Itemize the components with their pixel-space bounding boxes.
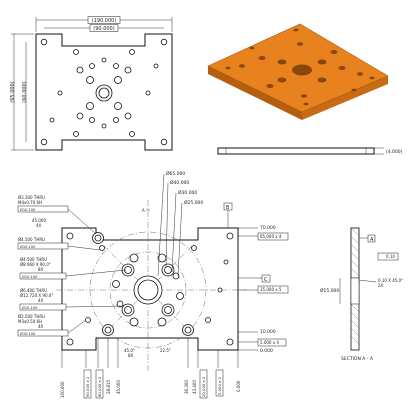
callout-cb1: Ø10.100 <box>20 207 36 212</box>
callout-cb1-e: Ø10.100 <box>20 331 36 336</box>
dim-b3630: 36.300 <box>184 380 189 394</box>
dim-b100: 100.000 <box>60 381 65 398</box>
callout-cb1-c: Ø10.100 <box>22 274 38 279</box>
iso-plate-side <box>208 66 302 120</box>
callout-cb1-d: Ø10.100 <box>22 305 38 310</box>
section-datum-a: A <box>370 237 374 243</box>
dim-b80x2: 80.000 x 2 <box>97 376 102 397</box>
top-plan-view: (190.000) (90.000) (65.000) (60.000) <box>10 16 173 151</box>
callout-4x: 4X <box>36 223 42 228</box>
thickness-dim: (4.000) <box>386 149 403 155</box>
callout-m4: M4x0.70 6H <box>18 200 42 205</box>
left-callouts: Ø3.300 THRU M4x0.70 6H Ø10.100 45.000 4X… <box>17 195 127 337</box>
dim-b4340: 43.400 <box>192 380 197 394</box>
callout-cb3: Ø12.720 X 90.0° <box>20 293 53 298</box>
iso-holes <box>225 28 375 106</box>
section-chamfer-count: 2X <box>378 283 384 288</box>
dim-b45: 45.000 <box>116 380 121 394</box>
plan-holes <box>40 38 168 146</box>
callout-m3: M3x0.50 6H <box>18 319 42 324</box>
right-dimensions: 70.000 65.000 x 4 C 35.000 x 5 10.000 5.… <box>238 225 289 354</box>
main-detail-view: A Ø65.000 Ø40.000 Ø30.000 Ø25.000 Ø3.300… <box>17 170 289 399</box>
detail-holes <box>66 232 234 346</box>
dim-b90x2: 90.000 x 2 <box>85 376 90 397</box>
isometric-view <box>207 23 389 120</box>
section-marker-a: A <box>142 208 145 213</box>
side-view: (4.000) <box>217 147 403 155</box>
callout-d4500: Ø4.500 THRU <box>18 237 45 242</box>
callout-d4500-b: Ø4.500 THRU <box>20 257 47 262</box>
hole-span-x-dim: (90.000) <box>93 26 114 32</box>
callout-4x-c: 4X <box>38 324 44 329</box>
callout-thru-330: Ø3.300 THRU <box>18 195 45 200</box>
callout-d25: Ø25.000 <box>184 199 203 206</box>
section-label: SECTION A - A <box>341 356 374 362</box>
callout-d40: Ø40.000 <box>170 179 189 186</box>
dim-0: 0.000 <box>260 348 273 354</box>
overall-width-dim: (190.000) <box>92 18 117 24</box>
dim-b5x2: 5.000 x 2 <box>217 376 222 395</box>
dim-b0: 0.000 <box>236 380 241 392</box>
bottom-dimensions: 100.000 90.000 x 2 80.000 x 2 28.815 45.… <box>60 338 241 399</box>
section-chamfer: 0.10 X 45.0° <box>378 278 403 283</box>
hole-span-y-dim: (60.000) <box>22 81 28 102</box>
angle-45: 45.0° <box>124 348 135 353</box>
callout-d6400: Ø6.400 THRU <box>20 288 47 293</box>
section-a-a-view: A 0.10 Ø15.000 0.10 X 45.0° 2X SECTION A… <box>320 227 403 362</box>
datum-b: B <box>226 205 230 211</box>
callout-8x: 8X <box>38 267 44 272</box>
angle-8x: 8X <box>128 353 134 358</box>
callout-d30: Ø30.000 <box>178 189 197 196</box>
section-d15: Ø15.000 <box>320 287 339 294</box>
callout-r45: 45.000 <box>32 218 46 223</box>
callout-cb2: Ø8.960 X 90.0° <box>20 262 51 267</box>
callout-d65: Ø65.000 <box>166 170 185 177</box>
dim-b2815: 28.815 <box>106 380 111 394</box>
callout-d2500: Ø2.500 THRU <box>18 314 45 319</box>
dim-35x5: 35.000 x 5 <box>260 287 282 292</box>
iso-plate-front <box>302 76 388 120</box>
dim-b20x2: 20.000 x 2 <box>201 376 206 397</box>
dim-65x4: 65.000 x 4 <box>260 234 282 239</box>
dim-70: 70.000 <box>260 225 276 231</box>
top-callouts: Ø65.000 Ø40.000 Ø30.000 Ø25.000 <box>157 170 203 277</box>
dim-5x4: 5.000 x 4 <box>260 340 279 345</box>
callout-cb1-b: Ø10.100 <box>20 244 36 249</box>
angle-225: 22.5° <box>160 348 171 353</box>
dim-10: 10.000 <box>260 329 276 335</box>
datum-c: C <box>264 277 268 283</box>
overall-height-dim: (65.000) <box>10 81 16 102</box>
callout-4x-b: 4X <box>38 298 44 303</box>
flatness-value: 0.10 <box>386 254 395 259</box>
